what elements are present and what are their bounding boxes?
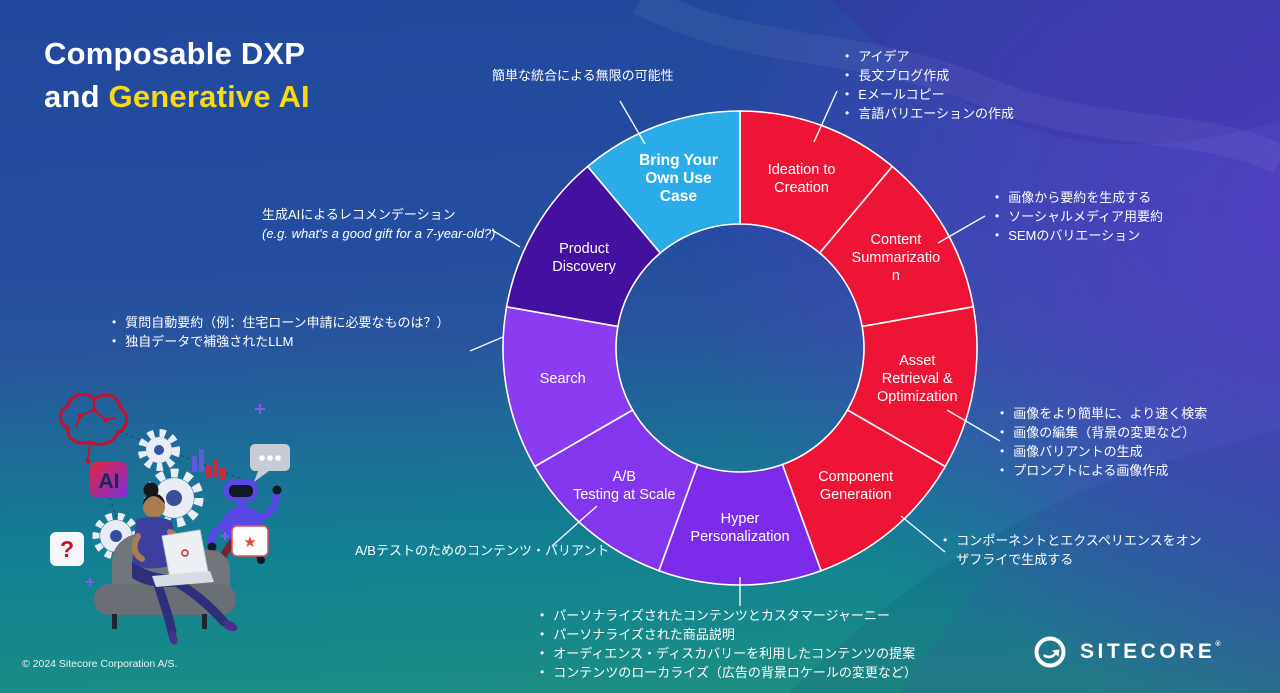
- bullet-item: パーソナライズされた商品説明: [540, 625, 917, 644]
- question-mark: ?: [60, 536, 74, 562]
- bullet-item: オーディエンス・ディスカバリーを利用したコンテンツの提案: [540, 644, 917, 663]
- annotation-ideation: アイデア 長文ブログ作成 Eメールコピー 言語バリエーションの作成: [845, 47, 1014, 123]
- bullet-item: ソーシャルメディア用要約: [995, 207, 1163, 226]
- leader-line-1: [813, 90, 838, 143]
- leader-line-7: [469, 336, 504, 352]
- wheel-segment-bring-your-own-use-case: [586, 110, 741, 255]
- gear-icon: [138, 429, 180, 471]
- bullet-item: パーソナライズされたコンテンツとカスタマージャーニー: [540, 606, 917, 625]
- bullet-item: 長文ブログ作成: [845, 66, 1014, 85]
- sitecore-wordmark: SITECORE®: [1080, 640, 1225, 663]
- title-line-1: Composable DXP: [44, 36, 306, 71]
- bullet-item: Eメールコピー: [845, 85, 1014, 104]
- sitecore-ring-icon: [1034, 636, 1066, 668]
- bullet-item: コンテンツのローカライズ（広告の背景ロケールの変更など）: [540, 663, 917, 682]
- wheel-segments-group: [502, 110, 978, 586]
- wave-shape: [830, 0, 1280, 145]
- ai-badge: AI: [90, 462, 128, 498]
- speech-bubble-icon: [250, 444, 290, 482]
- leader-line-0: [619, 100, 646, 145]
- bullet-item: プロンプトによる画像作成: [1000, 461, 1207, 480]
- bullet-item: コンポーネントとエクスペリエンスをオンザフライで生成する: [943, 531, 1205, 569]
- bullet-item: 画像をより簡単に、より速く検索: [1000, 404, 1207, 423]
- dotted-connector: [109, 497, 123, 537]
- leader-line-2: [937, 215, 986, 244]
- bullet-item: 質問自動要約（例：住宅ローン申請に必要なものは？）: [112, 313, 449, 332]
- question-mark-card: ?: [50, 532, 84, 566]
- annotation-hyper-personalization: パーソナライズされたコンテンツとカスタマージャーニー パーソナライズされた商品説…: [540, 606, 917, 682]
- leader-line-8: [491, 229, 521, 248]
- bullet-item: 画像バリアントの生成: [1000, 442, 1207, 461]
- leader-line-6: [551, 505, 598, 547]
- sitecore-logo: SITECORE®: [1032, 634, 1224, 670]
- laptop-icon: [152, 529, 214, 587]
- ai-badge-label: AI: [99, 470, 120, 493]
- annotation-bring-your-own: 簡単な統合による無限の可能性: [492, 68, 674, 83]
- title-line-2: and Generative AI: [44, 75, 310, 118]
- brain-circuit-icon: [59, 392, 128, 464]
- slide-title: Composable DXP and Generative AI: [44, 32, 310, 118]
- leader-lines-group: [469, 90, 1001, 606]
- copyright-text: © 2024 Sitecore Corporation A/S.: [22, 658, 178, 670]
- annotation-content-summarization: 画像から要約を生成する ソーシャルメディア用要約 SEMのバリエーション: [995, 188, 1163, 245]
- registered-mark: ®: [1215, 641, 1225, 648]
- bullet-item: 画像の編集（背景の変更など）: [1000, 423, 1207, 442]
- annotation-line: (e.g. what's a good gift for a 7-year-ol…: [262, 226, 496, 241]
- bullet-item: 独自データで補強されたLLM: [112, 332, 450, 351]
- title-line2-highlight: Generative AI: [108, 79, 310, 114]
- annotation-component-generation: コンポーネントとエクスペリエンスをオンザフライで生成する: [943, 531, 1205, 569]
- annotation-ab-testing: A/Bテストのためのコンテンツ・バリアント: [355, 543, 610, 558]
- annotation-asset-retrieval: 画像をより簡単に、より速く検索 画像の編集（背景の変更など） 画像バリアントの生…: [1000, 404, 1207, 480]
- star-icon: ★: [243, 534, 256, 551]
- annotation-line: 生成AIによるレコメンデーション: [262, 207, 456, 222]
- leader-line-3: [946, 409, 1001, 442]
- bullet-item: SEMのバリエーション: [995, 226, 1163, 245]
- leader-line-4: [900, 515, 946, 553]
- sparkle-icon: [86, 404, 265, 586]
- bullet-item: 言語バリエーションの作成: [845, 104, 1014, 123]
- bullet-item: 画像から要約を生成する: [995, 188, 1163, 207]
- annotation-product-discovery: 生成AIによるレコメンデーション (e.g. what's a good gif…: [262, 205, 495, 243]
- title-line2-prefix: and: [44, 79, 109, 114]
- bar-chart-icon: [192, 449, 225, 479]
- star-card: ★: [231, 525, 269, 557]
- annotation-search: 質問自動要約（例：住宅ローン申請に必要なものは？） 独自データで補強されたLLM: [112, 313, 450, 351]
- person-illustration: [131, 482, 238, 645]
- bullet-item: アイデア: [845, 47, 1014, 66]
- ai-illustration: AI: [50, 392, 290, 645]
